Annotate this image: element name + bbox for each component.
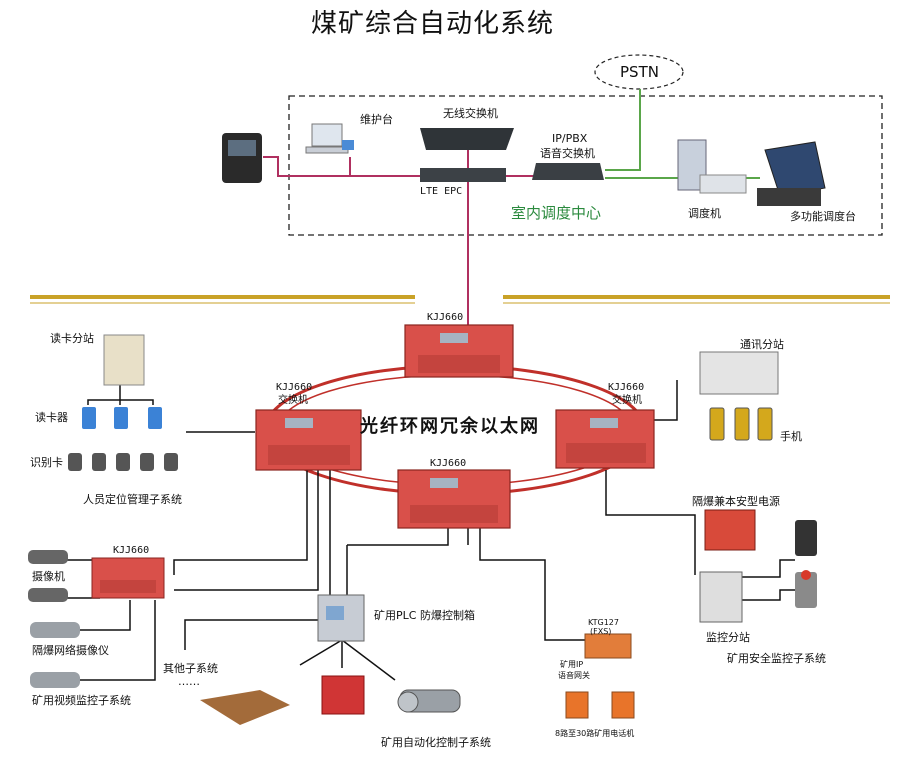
kjj660-top <box>404 324 514 378</box>
ring-label: 光纤环网冗余以太网 <box>360 416 540 437</box>
plc-box-label: 矿用PLC 防爆控制箱 <box>374 609 475 622</box>
wireless-switch-label: 无线交换机 <box>443 107 498 120</box>
personnel-system-label: 人员定位管理子系统 <box>83 493 182 506</box>
dispatch-center-label: 室内调度中心 <box>511 204 602 222</box>
comm-station-label: 通讯分站 <box>740 338 784 351</box>
handset-terminal <box>222 133 262 183</box>
node-left-label: KJJ660 <box>276 382 313 393</box>
conveyor <box>200 690 290 725</box>
ex-camera-label: 隔爆网络摄像仪 <box>32 644 109 657</box>
handsets <box>709 407 773 441</box>
dispatch-console <box>757 141 826 206</box>
other-systems-label: 其他子系统 <box>163 662 218 675</box>
lte-epc-label: LTE EPC <box>420 186 463 197</box>
camera-label: 摄像机 <box>32 570 65 583</box>
handset-label: 手机 <box>780 430 802 443</box>
voice-switch-label: 语音交换机 <box>540 147 595 160</box>
safety-sensors <box>795 520 817 608</box>
ground-left <box>30 295 415 304</box>
mine-phones <box>565 691 635 719</box>
voice-switch-device <box>532 163 604 180</box>
monitor-station-label: 监控分站 <box>706 631 750 644</box>
other-systems-dots: …… <box>178 675 200 688</box>
lte-epc-device <box>420 168 506 182</box>
node-right-sub: 交换机 <box>612 395 642 406</box>
id-cards <box>68 453 178 471</box>
dispatcher-cabinet <box>677 139 747 194</box>
wireless-switch-device <box>420 128 514 150</box>
dispatch-center-boundary <box>288 95 883 236</box>
multi-console-label: 多功能调度台 <box>790 210 856 223</box>
card-reader-label: 读卡器 <box>35 411 68 424</box>
maintenance-pc <box>305 123 354 154</box>
phones-label: 8路至30路矿用电话机 <box>555 729 635 738</box>
ktg-sub-label: (FXS) <box>590 627 612 636</box>
id-card-label: 识别卡 <box>30 456 63 469</box>
ex-cameras <box>30 622 80 688</box>
power-supply-box <box>704 509 756 551</box>
node-left-sub: 交换机 <box>278 395 308 406</box>
ippbx-label: IP/PBX <box>552 132 588 145</box>
power-supply-label: 隔爆兼本安型电源 <box>692 495 780 508</box>
plc-cabinet <box>317 594 365 642</box>
card-station-label: 读卡分站 <box>50 332 94 345</box>
ex-switch <box>321 675 365 715</box>
ground-right <box>503 295 890 304</box>
maintenance-label: 维护台 <box>360 113 393 126</box>
dispatcher-label: 调度机 <box>688 207 721 220</box>
node-bottom-label: KJJ660 <box>430 458 467 469</box>
ip-gateway-line1: 矿用IP <box>560 660 584 669</box>
auto-system-label: 矿用自动化控制子系统 <box>381 736 491 749</box>
video-system-label: 矿用视频监控子系统 <box>32 694 131 707</box>
kjj-small-label: KJJ660 <box>113 545 150 556</box>
cameras <box>28 550 68 602</box>
card-reader-station <box>103 334 145 386</box>
ip-gateway-line2: 语音网关 <box>558 671 590 680</box>
monitor-station-box <box>699 571 743 623</box>
safety-system-label: 矿用安全监控子系统 <box>727 652 826 665</box>
pump-motor <box>397 689 461 713</box>
node-right-label: KJJ660 <box>608 382 645 393</box>
kjj660-small <box>91 557 165 599</box>
kjj660-right <box>555 409 655 469</box>
ktg127-gateway <box>584 633 632 659</box>
comm-station <box>699 351 779 395</box>
kjj660-bottom <box>397 469 511 529</box>
node-top-label: KJJ660 <box>427 312 464 323</box>
card-readers <box>82 407 162 429</box>
kjj660-left <box>255 409 362 471</box>
pstn-label: PSTN <box>620 63 659 81</box>
diagram-title: 煤矿综合自动化系统 <box>311 9 555 39</box>
ktg-model-label: KTG127 <box>588 618 619 627</box>
